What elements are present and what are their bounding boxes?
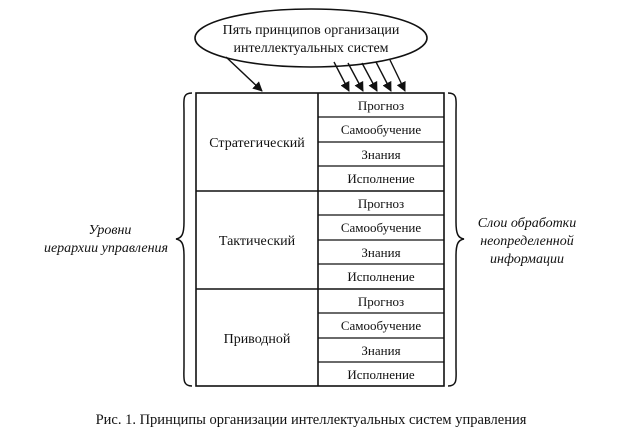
arrow-to-layer-2	[347, 62, 364, 92]
layers-label-line1: Слои обработки	[478, 216, 577, 231]
layer-label: Самообучение	[341, 220, 422, 235]
layer-label: Самообучение	[341, 122, 422, 137]
level-name-drive: Приводной	[224, 332, 291, 347]
layer-label: Прогноз	[358, 196, 404, 211]
principles-ellipse	[194, 8, 428, 68]
layer-label: Знания	[361, 147, 400, 162]
layer-dividers	[318, 116, 444, 363]
layer-label: Самообучение	[341, 318, 422, 333]
levels-label-line2: иерархии управления	[44, 241, 168, 256]
layers-label-line3: информации	[490, 252, 564, 267]
layer-label: Прогноз	[358, 98, 404, 113]
figure-caption: Рис. 1. Принципы организации интеллектуа…	[96, 412, 527, 428]
arrow-to-layer-1	[333, 61, 350, 92]
left-brace	[175, 92, 193, 387]
principles-label-line2: интеллектуальных систем	[233, 41, 388, 56]
layer-label: Знания	[361, 245, 400, 260]
levels-label-line1: Уровни	[89, 223, 132, 238]
principles-label-line1: Пять принципов организации	[223, 23, 400, 38]
arrow-to-layer-5	[389, 59, 406, 92]
level-name-strategic: Стратегический	[209, 136, 305, 151]
level-name-tactical: Тактический	[219, 234, 296, 249]
hierarchy-table	[195, 92, 445, 387]
arrow-to-layer-4	[375, 61, 392, 92]
layer-label: Исполнение	[347, 269, 415, 284]
layer-label: Исполнение	[347, 171, 415, 186]
layers-label-line2: неопределенной	[480, 234, 574, 249]
layer-label: Знания	[361, 343, 400, 358]
layer-label: Исполнение	[347, 367, 415, 382]
arrow-to-levels	[225, 56, 263, 92]
principle-arrows	[225, 56, 406, 92]
arrow-to-layer-3	[361, 62, 378, 92]
right-brace	[447, 92, 465, 387]
layer-label: Прогноз	[358, 294, 404, 309]
